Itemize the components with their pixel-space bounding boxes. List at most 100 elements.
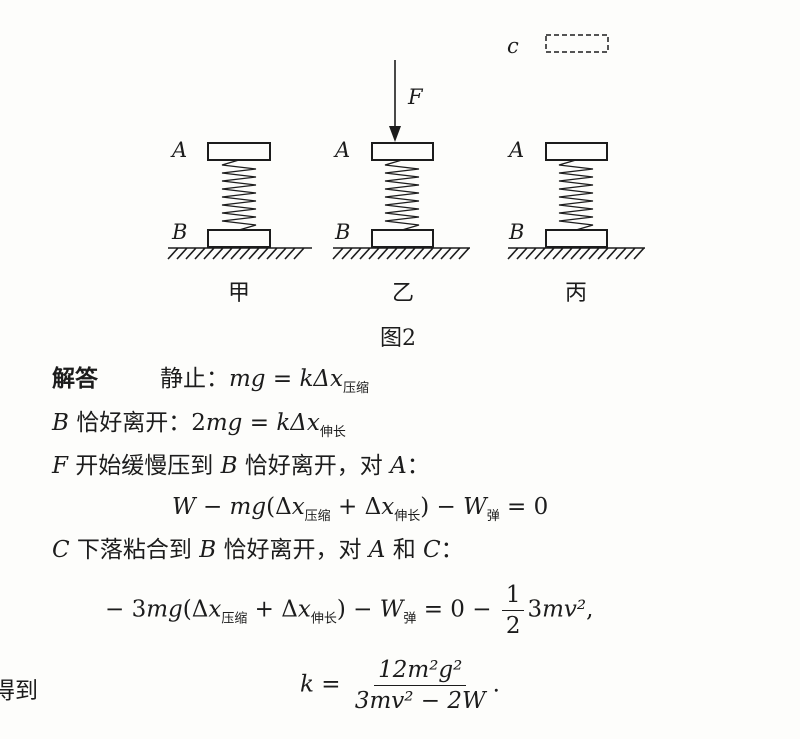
subscript: 弹 xyxy=(486,509,500,524)
subscript: 压缩 xyxy=(221,611,248,627)
math: B xyxy=(199,537,217,563)
math: x xyxy=(208,596,222,623)
block-b-label: B xyxy=(171,220,187,244)
text: = xyxy=(242,410,277,436)
statement-c-falls: C 下落粘合到 B 恰好离开，对 A 和 C： xyxy=(52,535,464,565)
math: x xyxy=(381,494,395,520)
equation-b-leaves: B 恰好离开：2mg = kΔx伸长 xyxy=(52,408,346,448)
block-b xyxy=(207,229,271,248)
numerator: 1 xyxy=(501,580,525,611)
panel-bing: c A B 丙 xyxy=(507,34,645,306)
text: + Δ xyxy=(247,596,298,623)
math: B xyxy=(220,453,238,479)
math: mv² xyxy=(542,596,587,623)
text: − xyxy=(195,494,230,520)
text: 开始缓慢压到 xyxy=(67,453,221,479)
numerator: 12m²g² xyxy=(374,655,467,686)
text: ) − xyxy=(420,494,464,520)
text: 恰好离开，对 xyxy=(216,537,369,563)
subscript: 压缩 xyxy=(342,381,369,396)
subscript: 压缩 xyxy=(304,509,331,524)
denominator: 2 xyxy=(505,613,521,639)
block-b-label: B xyxy=(508,220,524,244)
text: ： xyxy=(440,537,464,563)
panel-name: 乙 xyxy=(392,281,414,306)
math: kΔx xyxy=(299,366,343,392)
ground xyxy=(167,247,312,260)
math: k xyxy=(300,671,314,698)
math: x xyxy=(297,596,311,623)
subscript: 伸长 xyxy=(394,509,421,524)
text: + Δ xyxy=(330,494,382,520)
text: 恰好离开，对 xyxy=(237,453,391,479)
text: 静止： xyxy=(160,366,229,392)
spring-figure: A B 甲 F A B 乙 c A B 丙 图2 xyxy=(167,34,645,351)
result-label: 得到 xyxy=(0,678,38,704)
block-a-label: A xyxy=(333,138,350,162)
text: 和 xyxy=(385,537,424,563)
block-a xyxy=(371,142,434,161)
math: W xyxy=(172,494,196,520)
math: mg xyxy=(146,596,183,623)
math: C xyxy=(423,537,441,563)
subscript: 伸长 xyxy=(310,611,337,627)
math: W xyxy=(463,494,487,520)
block-a-label: A xyxy=(170,138,187,162)
block-c-label: c xyxy=(507,34,519,58)
subscript: 伸长 xyxy=(319,425,346,440)
text: (Δ xyxy=(182,596,209,623)
force-arrowhead xyxy=(389,126,401,142)
text: , xyxy=(586,596,594,623)
block-c-dashed xyxy=(545,34,609,53)
statement-f-compress: F 开始缓慢压到 B 恰好离开，对 A： xyxy=(52,451,430,481)
text: ： xyxy=(406,453,430,479)
block-a xyxy=(545,142,608,161)
block-a xyxy=(207,142,271,161)
ground xyxy=(507,247,645,260)
math: A xyxy=(390,453,407,479)
math: B xyxy=(52,410,69,436)
math: mg xyxy=(229,366,266,392)
spring xyxy=(384,159,420,231)
text: = 0 − xyxy=(416,596,499,623)
text: (Δ xyxy=(266,494,292,520)
spring xyxy=(558,159,594,231)
text: = 0 xyxy=(499,494,549,520)
text: − 3 xyxy=(105,596,147,623)
subscript: 弹 xyxy=(403,611,417,627)
figure-caption: 图2 xyxy=(380,326,416,351)
equation-work-a: W − mg(Δx压缩 + Δx伸长) − W弹 = 0 xyxy=(172,492,548,532)
spring xyxy=(221,159,257,231)
text: ) − xyxy=(336,596,380,623)
force-label: F xyxy=(407,85,424,109)
block-b xyxy=(545,229,608,248)
block-a-label: A xyxy=(507,138,524,162)
text: 3 xyxy=(527,596,543,623)
panel-name: 丙 xyxy=(565,281,587,306)
block-b-label: B xyxy=(334,220,350,244)
panel-yi: F A B 乙 xyxy=(332,60,470,306)
math: C xyxy=(52,537,70,563)
text: = xyxy=(265,366,300,392)
panel-name: 甲 xyxy=(228,281,250,306)
math: kΔx xyxy=(276,410,320,436)
math: W xyxy=(379,596,404,623)
math: F xyxy=(52,453,68,479)
equation-static: 静止：mg = kΔx压缩 xyxy=(160,364,369,404)
text: = xyxy=(313,671,348,698)
text: 下落粘合到 xyxy=(69,537,200,563)
solution-heading: 解答 xyxy=(52,365,98,392)
math: mg xyxy=(229,494,267,520)
block-b xyxy=(371,229,434,248)
math: x xyxy=(291,494,305,520)
ground xyxy=(332,247,470,260)
text: 恰好离开：2 xyxy=(68,410,206,436)
text: . xyxy=(492,671,500,698)
math: mg xyxy=(205,410,243,436)
math: A xyxy=(368,537,386,563)
panel-jia: A B 甲 xyxy=(167,138,312,306)
